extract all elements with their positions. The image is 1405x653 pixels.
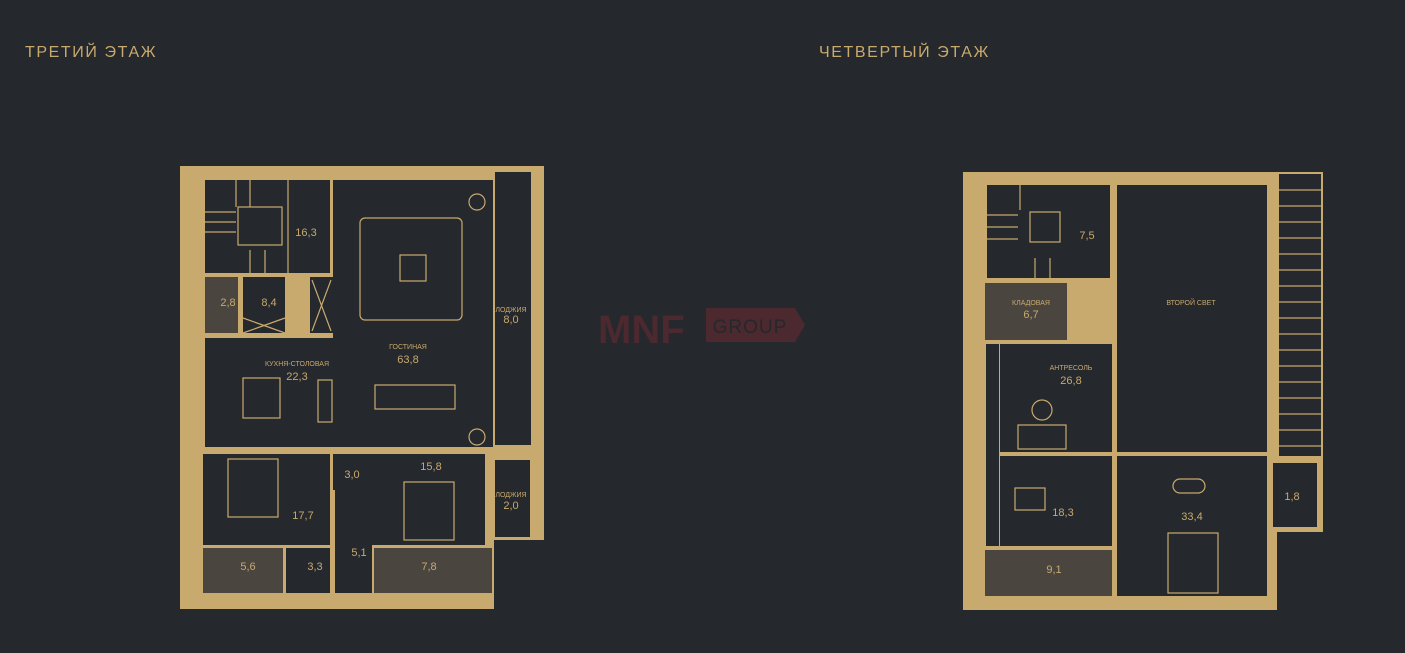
room-area: 8,0 — [503, 314, 518, 326]
room-2-8 — [205, 277, 238, 333]
floor-3-plan: 16,3 2,8 8,4 КУХНЯ-СТОЛОВАЯ 22,3 ГОСТИНА… — [180, 166, 546, 612]
room-area: 33,4 — [1181, 511, 1202, 523]
room-living — [333, 180, 493, 447]
watermark-logo: MNF GROUP — [598, 308, 805, 352]
room-area: 7,8 — [421, 561, 436, 573]
room-area: 2,0 — [503, 500, 518, 512]
stair-strip — [1279, 174, 1321, 456]
room-15-8 — [372, 454, 485, 545]
room-area: 18,3 — [1052, 507, 1073, 519]
floor-4-title: ЧЕТВЕРТЫЙ ЭТАЖ — [819, 44, 990, 61]
room-area: 8,4 — [261, 297, 276, 309]
room-33-4 — [1117, 456, 1267, 596]
room-5-6 — [203, 548, 283, 593]
room-area: 16,3 — [295, 227, 316, 239]
room-1-8 — [1273, 463, 1317, 527]
floor-3-title: ТРЕТИЙ ЭТАЖ — [25, 44, 158, 61]
room-area: 2,8 — [220, 297, 235, 309]
room-7-8 — [374, 548, 492, 593]
room-storage — [985, 283, 1067, 340]
room-area: 1,8 — [1284, 491, 1299, 503]
room-label: ЛОДЖИЯ — [495, 492, 526, 499]
watermark-sub: GROUP — [713, 317, 788, 338]
room-label: АНТРЕСОЛЬ — [1050, 365, 1093, 372]
room-hall-3-0 — [333, 454, 372, 490]
room-stairs-7-5 — [987, 185, 1110, 278]
room-area: 22,3 — [286, 371, 307, 383]
room-area: 17,7 — [292, 510, 313, 522]
watermark-brand: MNF — [598, 308, 685, 352]
room-label: ЛОДЖИЯ — [495, 307, 526, 314]
room-9-1 — [985, 550, 1112, 596]
room-label: КЛАДОВАЯ — [1012, 300, 1050, 307]
room-area: 5,6 — [240, 561, 255, 573]
room-stairs-16-3 — [205, 180, 330, 273]
room-area: 3,0 — [344, 469, 359, 481]
room-loggia-8-0 — [495, 172, 531, 445]
room-area: 15,8 — [420, 461, 441, 473]
room-second-light — [1117, 185, 1267, 452]
room-label: КУХНЯ-СТОЛОВАЯ — [265, 361, 329, 368]
room-18-3 — [1000, 456, 1112, 546]
room-5-1 — [335, 490, 372, 593]
floor-4-plan: 7,5 КЛАДОВАЯ 6,7 ВТОРОЙ СВЕТ АНТРЕСОЛЬ 2… — [963, 172, 1323, 610]
room-kitchen — [205, 338, 333, 447]
room-area: 7,5 — [1079, 230, 1094, 242]
room-area: 6,7 — [1023, 309, 1038, 321]
room-area: 3,3 — [307, 561, 322, 573]
room-area: 63,8 — [397, 354, 418, 366]
room-area: 26,8 — [1060, 375, 1081, 387]
room-17-7 — [203, 454, 330, 545]
room-label: ГОСТИНАЯ — [389, 344, 427, 351]
room-mezzanine — [1000, 344, 1112, 452]
room-area: 9,1 — [1046, 564, 1061, 576]
room-8-4 — [243, 277, 285, 333]
room-3-3 — [286, 548, 330, 593]
room-loggia-2-0 — [495, 460, 530, 537]
room-label: ВТОРОЙ СВЕТ — [1166, 298, 1216, 307]
room-area: 5,1 — [351, 547, 366, 559]
